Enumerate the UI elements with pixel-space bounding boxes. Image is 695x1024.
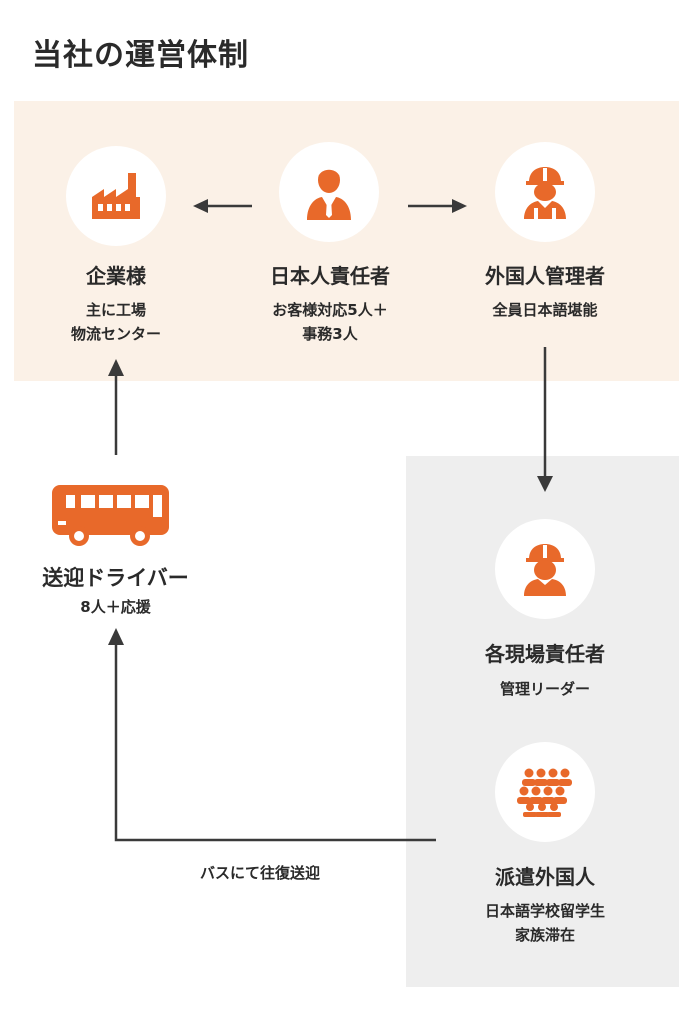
driver-sub-1: 8人＋応援 (80, 598, 151, 616)
dispatched-sub-1: 日本語学校留学生 (484, 902, 605, 920)
company-sub-2: 物流センター (70, 325, 161, 343)
bus-icon (52, 485, 169, 546)
page-title: 当社の運営体制 (32, 38, 249, 73)
worker-helmet-icon (524, 167, 566, 219)
jp-manager-label: 日本人責任者 (270, 264, 390, 288)
jp-manager-circle (279, 142, 379, 242)
dispatched-sub-2: 家族滞在 (514, 926, 575, 944)
driver-label: 送迎ドライバー (42, 566, 189, 590)
site-manager-sub-1: 管理リーダー (499, 680, 590, 698)
worker-helmet-icon (524, 544, 566, 596)
jp-manager-sub-2: 事務3人 (302, 325, 358, 343)
company-sub-1: 主に工場 (85, 301, 146, 319)
foreign-manager-circle (495, 142, 595, 242)
businessman-icon (307, 166, 351, 220)
group-icon (517, 768, 572, 817)
route-label: バスにて往復送迎 (199, 864, 320, 882)
company-circle (66, 146, 166, 246)
site-manager-label: 各現場責任者 (485, 642, 605, 666)
arrow-route-return (114, 643, 436, 842)
dispatched-label: 派遣外国人 (495, 865, 595, 889)
jp-manager-sub-1: お客様対応5人＋ (272, 301, 388, 319)
foreign-manager-label: 外国人管理者 (485, 264, 605, 288)
site-manager-circle (495, 519, 595, 619)
dispatched-circle (495, 742, 595, 842)
factory-icon (92, 173, 140, 219)
foreign-manager-sub-1: 全員日本語堪能 (492, 301, 598, 319)
company-label: 企業様 (86, 264, 146, 288)
